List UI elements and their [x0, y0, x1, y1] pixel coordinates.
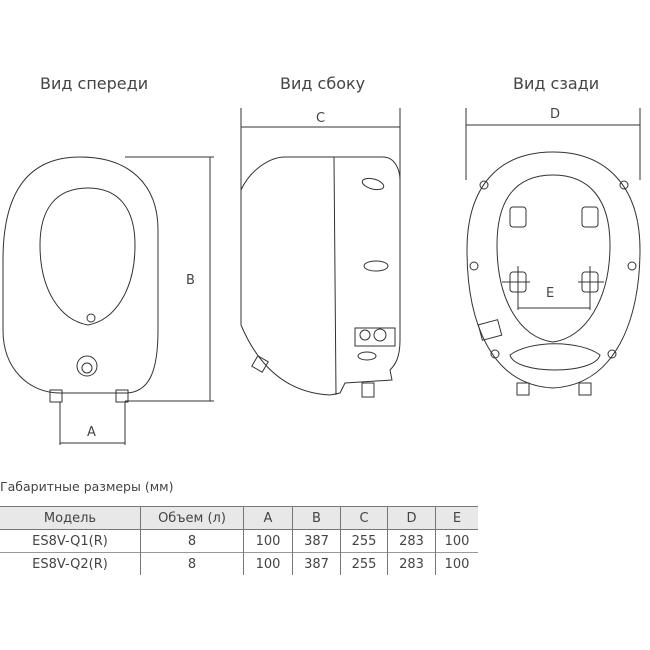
header-e: E	[435, 506, 478, 530]
cell-c: 255	[340, 529, 388, 553]
table-row: ES8V-Q1(R) 8 100 387 255 283 100	[0, 529, 478, 553]
dim-label-c: C	[316, 111, 325, 126]
cell-c: 255	[340, 552, 388, 575]
cell-e: 100	[435, 529, 478, 553]
dim-label-a: A	[87, 425, 96, 440]
cell-b: 387	[292, 552, 341, 575]
cell-model: ES8V-Q2(R)	[32, 556, 108, 572]
table-header-row: Модель Объем (л) A B C D E	[0, 506, 478, 530]
front-view-drawing	[2, 156, 214, 445]
dimension-drawings: B A C D E	[2, 107, 641, 445]
dim-label-e: E	[546, 286, 554, 301]
side-view-title: Вид сбоку	[280, 74, 366, 93]
cell-a: 100	[243, 552, 293, 575]
table-title: Габаритные размеры (мм)	[0, 479, 174, 494]
header-volume: Объем (л)	[140, 506, 244, 530]
header-d: D	[387, 506, 436, 530]
cell-d: 283	[387, 529, 436, 553]
cell-d: 283	[387, 552, 436, 575]
cell-model: ES8V-Q1(R)	[32, 533, 108, 549]
cell-e: 100	[435, 552, 478, 575]
side-view-drawing	[240, 108, 401, 398]
dim-label-b: B	[186, 273, 195, 288]
front-view-title: Вид спереди	[40, 74, 149, 93]
dim-label-d: D	[550, 107, 560, 122]
cell-a: 100	[243, 529, 293, 553]
cell-volume: 8	[140, 529, 244, 553]
back-view-title: Вид сзади	[513, 74, 600, 93]
header-a: A	[243, 506, 293, 530]
back-view-drawing	[465, 108, 641, 396]
dimensions-table: Модель Объем (л) A B C D E ES8V-Q1(R) 8 …	[0, 506, 478, 575]
header-b: B	[292, 506, 341, 530]
cell-b: 387	[292, 529, 341, 553]
cell-volume: 8	[140, 552, 244, 575]
header-model: Модель	[43, 510, 97, 526]
header-c: C	[340, 506, 388, 530]
table-row: ES8V-Q2(R) 8 100 387 255 283 100	[0, 552, 478, 575]
